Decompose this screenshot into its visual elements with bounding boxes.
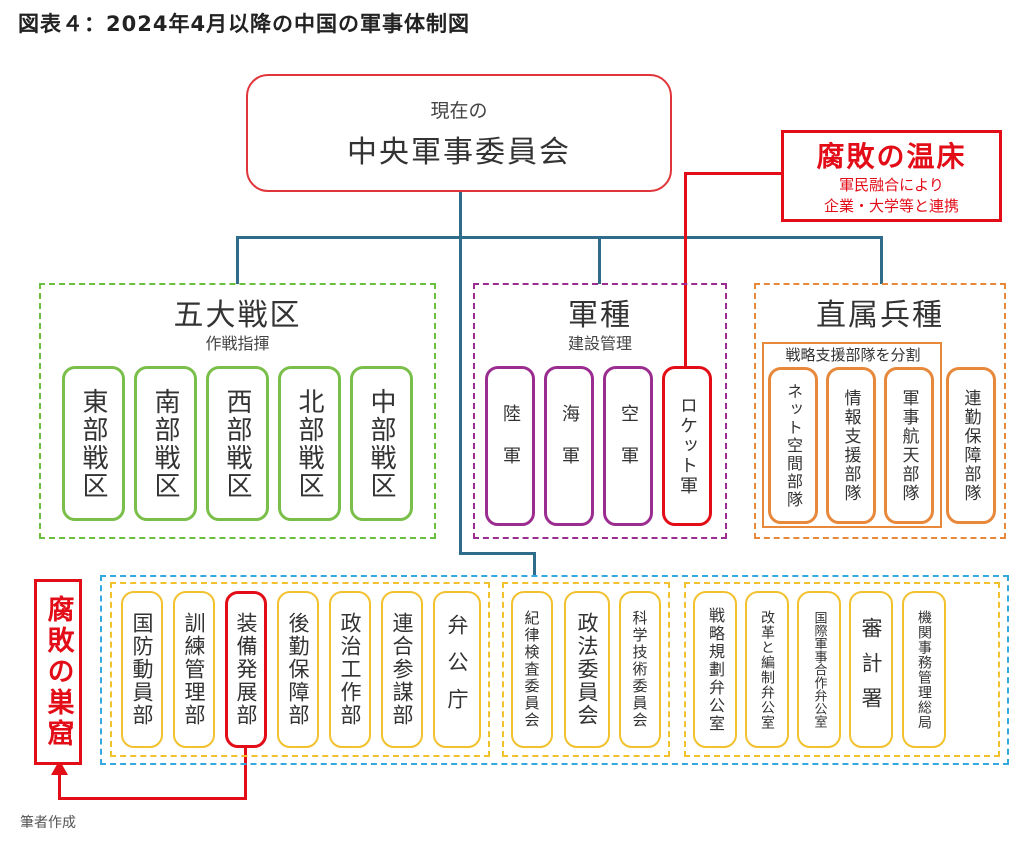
split-strategic-support-box — [762, 342, 942, 528]
department-item-label: 審計署 — [859, 617, 883, 722]
service-item-label: 海軍 — [559, 404, 580, 488]
department-item-label: 国際軍事合作弁公室 — [811, 611, 827, 728]
theater-item-label: 中部戦区 — [366, 387, 396, 500]
theater-item: 中部戦区 — [350, 366, 413, 521]
direct-item-label: 軍事航天部隊 — [898, 388, 919, 503]
theater-item-label: 北部戦区 — [294, 387, 324, 500]
theater-item: 南部戦区 — [134, 366, 197, 521]
department-item: 政治工作部 — [329, 591, 371, 748]
connector-to-services — [598, 236, 601, 284]
cmc-line1: 現在の — [430, 99, 488, 122]
theater-item: 東部戦区 — [62, 366, 125, 521]
theater-item: 北部戦区 — [278, 366, 341, 521]
red-connector-horizontal — [684, 172, 781, 175]
direct-item-label: ネット空間部隊 — [784, 382, 803, 509]
theater-item-label: 南部戦区 — [150, 387, 180, 500]
department-item-label: 国防動員部 — [130, 612, 154, 727]
department-item: 国防動員部 — [121, 591, 163, 748]
corruption-hotbed-title: 腐敗の温床 — [816, 140, 967, 173]
department-item: 改革と編制弁公室 — [745, 591, 789, 748]
split-label: 戦略支援部隊を分割 — [785, 346, 921, 364]
department-item: 国際軍事合作弁公室 — [797, 591, 841, 748]
departments-subgroup-2 — [502, 582, 670, 757]
department-item-label: 政治工作部 — [338, 612, 362, 727]
department-item-label: 機関事務管理総局 — [916, 609, 932, 730]
department-item: 連合参謀部 — [381, 591, 423, 748]
connector-cmc-down — [459, 192, 462, 553]
connector-to-departments — [533, 552, 536, 576]
department-item: 戦略規劃弁公室 — [693, 591, 737, 748]
connector-horizontal-top — [236, 236, 882, 239]
service-item-label: 空軍 — [618, 404, 639, 488]
service-item-rocket: ロケット軍 — [662, 366, 712, 526]
theater-item-label: 東部戦区 — [78, 387, 108, 500]
direct-item: 連勤保障部隊 — [946, 367, 996, 524]
department-item: 紀律検査委員会 — [511, 591, 553, 748]
direct-title: 直属兵種 — [816, 298, 944, 333]
cmc-line2: 中央軍事委員会 — [347, 134, 571, 170]
connector-to-direct — [880, 236, 883, 284]
department-item: 機関事務管理総局 — [902, 591, 946, 748]
department-item-label: 戦略規劃弁公室 — [706, 606, 725, 733]
theater-commands-group — [39, 283, 436, 539]
direct-item: 軍事航天部隊 — [884, 367, 934, 524]
department-item: 後勤保障部 — [277, 591, 319, 748]
service-item-label: ロケット軍 — [677, 396, 698, 496]
department-item-label: 政法委員会 — [575, 612, 599, 727]
corruption-hotbed-line2: 企業・大学等と連携 — [823, 197, 959, 215]
department-item-label: 連合参謀部 — [390, 612, 414, 727]
red-arrow-head-icon — [51, 760, 68, 775]
direct-units-group — [754, 283, 1006, 539]
department-item-label: 訓練管理部 — [182, 612, 206, 727]
department-item: 政法委員会 — [564, 591, 610, 748]
red-connector-vertical — [684, 172, 687, 368]
department-item: 審計署 — [849, 591, 893, 748]
department-item-label: 後勤保障部 — [286, 612, 310, 727]
services-subtitle: 建設管理 — [567, 334, 632, 353]
service-item-label: 陸軍 — [500, 404, 521, 488]
department-item-equipment: 装備発展部 — [225, 591, 267, 748]
services-title: 軍種 — [568, 298, 632, 333]
direct-item-label: 連勤保障部隊 — [960, 388, 981, 503]
department-item-label: 弁公庁 — [445, 614, 469, 725]
service-item: 海軍 — [544, 366, 594, 526]
direct-item: 情報支援部隊 — [826, 367, 876, 524]
department-item: 弁公庁 — [433, 591, 481, 748]
department-item-label: 紀律検査委員会 — [522, 610, 541, 729]
department-item-label: 改革と編制弁公室 — [759, 609, 775, 730]
service-item: 空軍 — [603, 366, 653, 526]
theater-item-label: 西部戦区 — [222, 387, 252, 500]
departments-subgroup-1 — [110, 582, 490, 757]
corruption-nest-title: 腐敗の巣窟 — [42, 594, 74, 750]
department-item-label: 科学技術委員会 — [630, 610, 649, 729]
red-arrow-vertical — [244, 746, 247, 800]
department-item: 科学技術委員会 — [619, 591, 661, 748]
direct-item-label: 情報支援部隊 — [840, 388, 861, 503]
red-arrow-horizontal — [58, 797, 247, 800]
services-group — [473, 283, 727, 539]
theater-item: 西部戦区 — [206, 366, 269, 521]
departments-subgroup-3 — [684, 582, 1000, 757]
red-arrow-shaft — [58, 772, 61, 800]
page-title: 図表４：2024年4月以降の中国の軍事体制図 — [18, 12, 471, 36]
corruption-nest-box: 腐敗の巣窟 — [34, 579, 82, 765]
central-military-commission-box: 現在の 中央軍事委員会 — [246, 74, 672, 192]
theater-subtitle: 作戦指揮 — [205, 334, 270, 353]
source-caption: 筆者作成 — [20, 815, 76, 831]
service-item: 陸軍 — [485, 366, 535, 526]
corruption-hotbed-line1: 軍民融合により — [839, 176, 944, 194]
department-item-label: 装備発展部 — [234, 612, 258, 727]
direct-item: ネット空間部隊 — [768, 367, 818, 524]
theater-title: 五大戦区 — [173, 298, 302, 333]
department-item: 訓練管理部 — [173, 591, 215, 748]
corruption-hotbed-box: 腐敗の温床 軍民融合により 企業・大学等と連携 — [781, 130, 1002, 222]
departments-group — [100, 575, 1009, 765]
connector-to-theater — [236, 236, 239, 284]
connector-horizontal-bottom — [459, 552, 535, 555]
